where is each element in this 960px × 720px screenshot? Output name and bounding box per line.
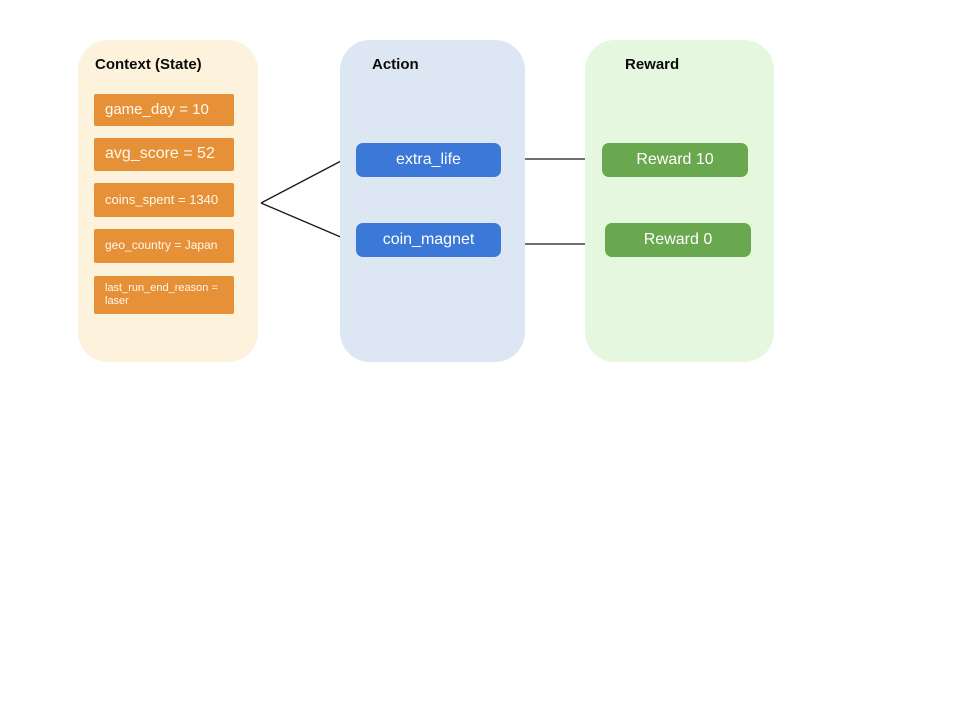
action-panel-title: Action <box>372 56 419 73</box>
reward-box-10: Reward 10 <box>602 143 748 177</box>
context-item-coins-spent: coins_spent = 1340 <box>94 183 234 217</box>
context-item-label: avg_score = 52 <box>105 145 215 163</box>
context-item-label: last_run_end_reason = laser <box>105 282 218 307</box>
context-item-label: geo_country = Japan <box>105 238 218 253</box>
context-item-geo-country: geo_country = Japan <box>94 229 234 263</box>
action-button-coin-magnet: coin_magnet <box>356 223 501 257</box>
context-item-label: coins_spent = 1340 <box>105 191 219 207</box>
edge-context-to-coin_magnet <box>260 202 344 239</box>
reward-box-0: Reward 0 <box>605 223 751 257</box>
action-panel: Action extra_life coin_magnet <box>340 40 525 362</box>
reward-panel: Reward Reward 10 Reward 0 <box>585 40 774 362</box>
context-item-label: game_day = 10 <box>105 101 209 119</box>
context-item-avg-score: avg_score = 52 <box>94 138 234 171</box>
context-item-game-day: game_day = 10 <box>94 94 234 126</box>
reward-panel-title: Reward <box>625 56 680 73</box>
action-button-extra-life: extra_life <box>356 143 501 177</box>
context-panel-title: Context (State) <box>95 56 202 73</box>
context-item-last-run-end-reason: last_run_end_reason = laser <box>94 276 234 314</box>
context-panel: Context (State) game_day = 10 avg_score … <box>78 40 258 362</box>
edge-context-to-extra_life <box>260 160 342 204</box>
